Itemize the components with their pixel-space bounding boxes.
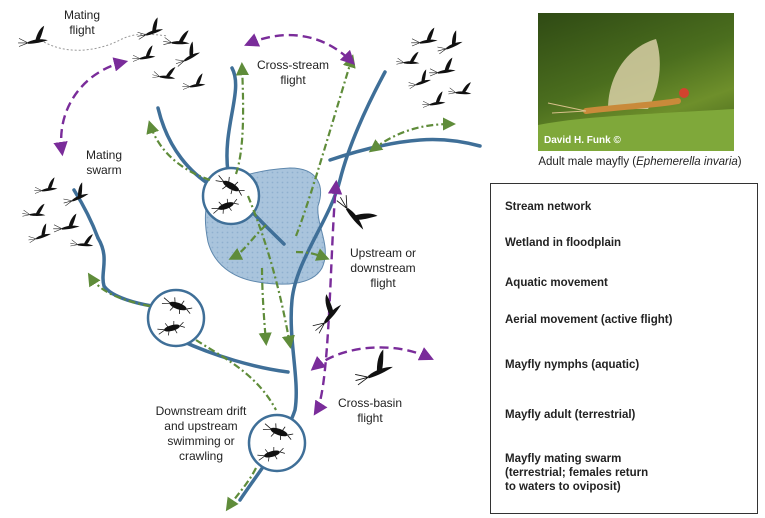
label-cross-basin-flight: Cross-basin flight (330, 396, 410, 426)
adult-mayfly-upper (336, 186, 380, 234)
legend-aquatic-movement: Aquatic movement (505, 276, 608, 290)
legend-wetland: Wetland in floodplain (505, 236, 621, 250)
label-downstream-drift: Downstream drift and upstream swimming o… (148, 404, 254, 464)
caption-species: Ephemerella invaria (636, 156, 738, 168)
swarm-left (22, 177, 96, 250)
legend-mayfly-adult: Mayfly adult (terrestrial) (505, 408, 635, 422)
nymph-circle-middle (148, 290, 204, 346)
caption-prefix: Adult male mayfly ( (538, 156, 636, 168)
label-cross-stream-flight: Cross-stream flight (248, 58, 338, 88)
label-upstream-downstream-flight: Upstream or downstream flight (338, 246, 428, 291)
legend-box: Stream network Wetland in floodplain Aqu… (490, 183, 758, 514)
nymph-circle-lower (249, 415, 305, 471)
swarm-top-right (396, 28, 474, 108)
label-mating-flight: Mating flight (52, 8, 112, 38)
nymph-circle-upper (203, 168, 259, 224)
caption-suffix: ) (738, 156, 742, 168)
legend-stream-network: Stream network (505, 200, 591, 214)
photo-credit: David H. Funk © (544, 135, 621, 146)
legend-aerial-movement: Aerial movement (active flight) (505, 313, 672, 327)
mayfly-photo: David H. Funk © (538, 13, 734, 151)
legend-mating-swarm: Mayfly mating swarm (terrestrial; female… (505, 452, 648, 494)
adult-mayfly-middle (302, 291, 346, 334)
mayfly-photo-illustration (538, 13, 734, 151)
label-mating-swarm: Mating swarm (74, 148, 134, 178)
legend-mayfly-nymphs: Mayfly nymphs (aquatic) (505, 358, 639, 372)
photo-caption: Adult male mayfly (Ephemerella invaria) (520, 156, 760, 168)
adult-mayfly-lower (350, 348, 395, 385)
